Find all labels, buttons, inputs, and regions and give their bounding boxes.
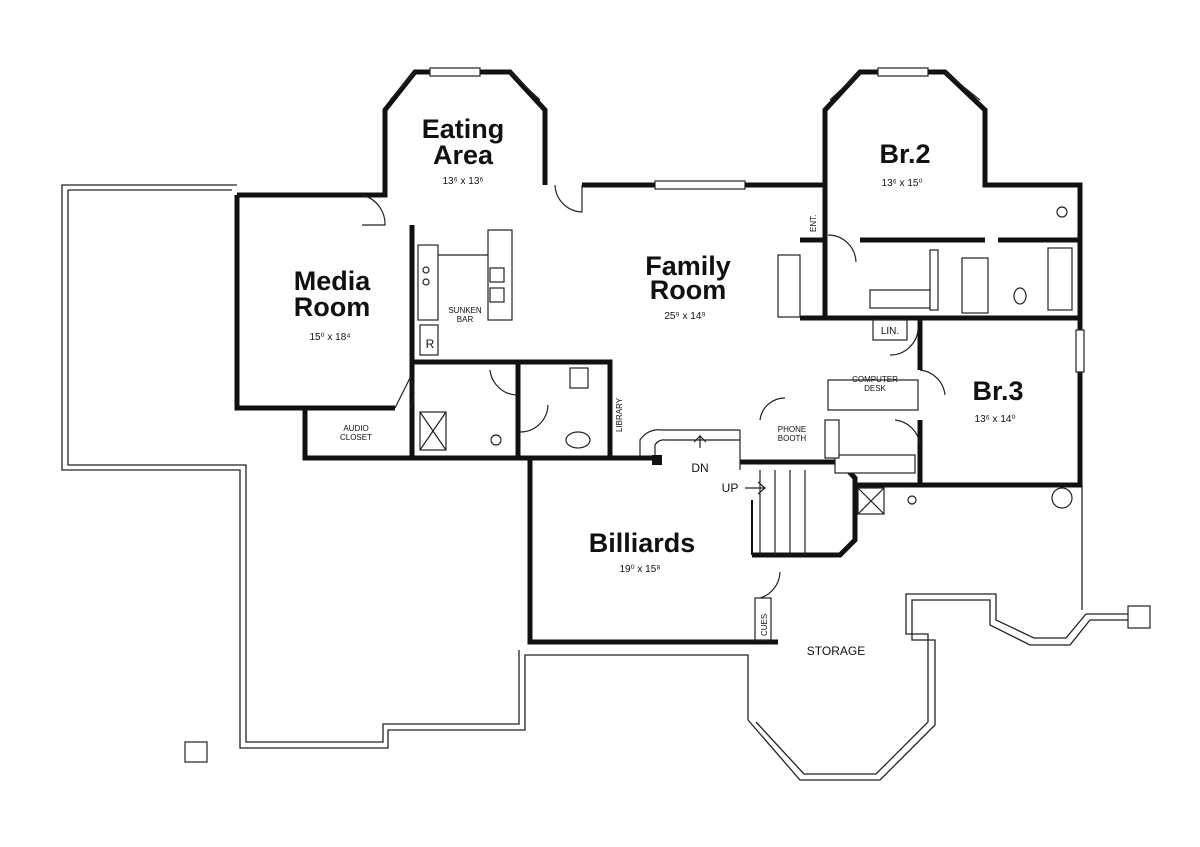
- sunken-bar-label-1: SUNKEN: [448, 306, 482, 315]
- media-room-label-2: Room: [294, 292, 371, 322]
- lin-label: LIN.: [881, 326, 899, 337]
- br2-dims: 13⁶ x 15⁰: [882, 178, 923, 189]
- media-room-dims: 15⁰ x 18⁴: [309, 332, 350, 343]
- storage-outline: [747, 485, 1151, 781]
- down-label: DN: [691, 461, 708, 475]
- closets: [777, 249, 989, 474]
- audio-closet-label-1: AUDIO: [343, 424, 368, 433]
- linen-closet: [872, 319, 908, 341]
- computer-desk-label-1: COMPUTER: [852, 375, 898, 384]
- post-right: [1127, 605, 1151, 629]
- labels: Eating Area 13⁶ x 13⁶ Media Room 15⁰ x 1…: [294, 114, 1024, 658]
- sunken-bar-label-2: BAR: [457, 315, 474, 324]
- eating-area-dims: 13⁶ x 13⁶: [442, 176, 483, 187]
- library-label: LIBRARY: [615, 397, 624, 432]
- cues-rack: [754, 597, 772, 641]
- eating-area-label-2: Area: [433, 140, 494, 170]
- br2-label: Br.2: [879, 139, 930, 169]
- phone-booth-label-1: PHONE: [778, 425, 806, 434]
- phone-booth-label-2: BOOTH: [778, 434, 807, 443]
- media-room-label-1: Media: [294, 266, 372, 296]
- cues-label: CUES: [760, 614, 769, 636]
- post-left: [184, 741, 208, 763]
- audio-closet-label-2: CLOSET: [340, 433, 372, 442]
- doors: [361, 184, 946, 599]
- billiards-label: Billiards: [589, 528, 696, 558]
- computer-desk-label-2: DESK: [864, 384, 886, 393]
- storage-label: STORAGE: [807, 644, 865, 658]
- eating-area-label-1: Eating: [422, 114, 505, 144]
- family-room-label-1: Family: [645, 251, 731, 281]
- up-label: UP: [722, 481, 739, 495]
- sunken-bar: [417, 229, 513, 356]
- ent-label: ENT.: [809, 215, 818, 232]
- windows: [389, 67, 1085, 373]
- bath-fixtures: [419, 206, 1073, 515]
- family-room-dims: 25⁹ x 14⁹: [664, 311, 705, 322]
- family-room-label-2: Room: [650, 275, 727, 305]
- fridge-label: R: [426, 337, 435, 351]
- left-patio-outline: [61, 184, 749, 763]
- billiards-dims: 19⁰ x 15⁸: [619, 564, 660, 575]
- br3-label: Br.3: [972, 376, 1023, 406]
- br3-dims: 13⁶ x 14⁰: [975, 414, 1016, 425]
- stairs: [639, 429, 806, 555]
